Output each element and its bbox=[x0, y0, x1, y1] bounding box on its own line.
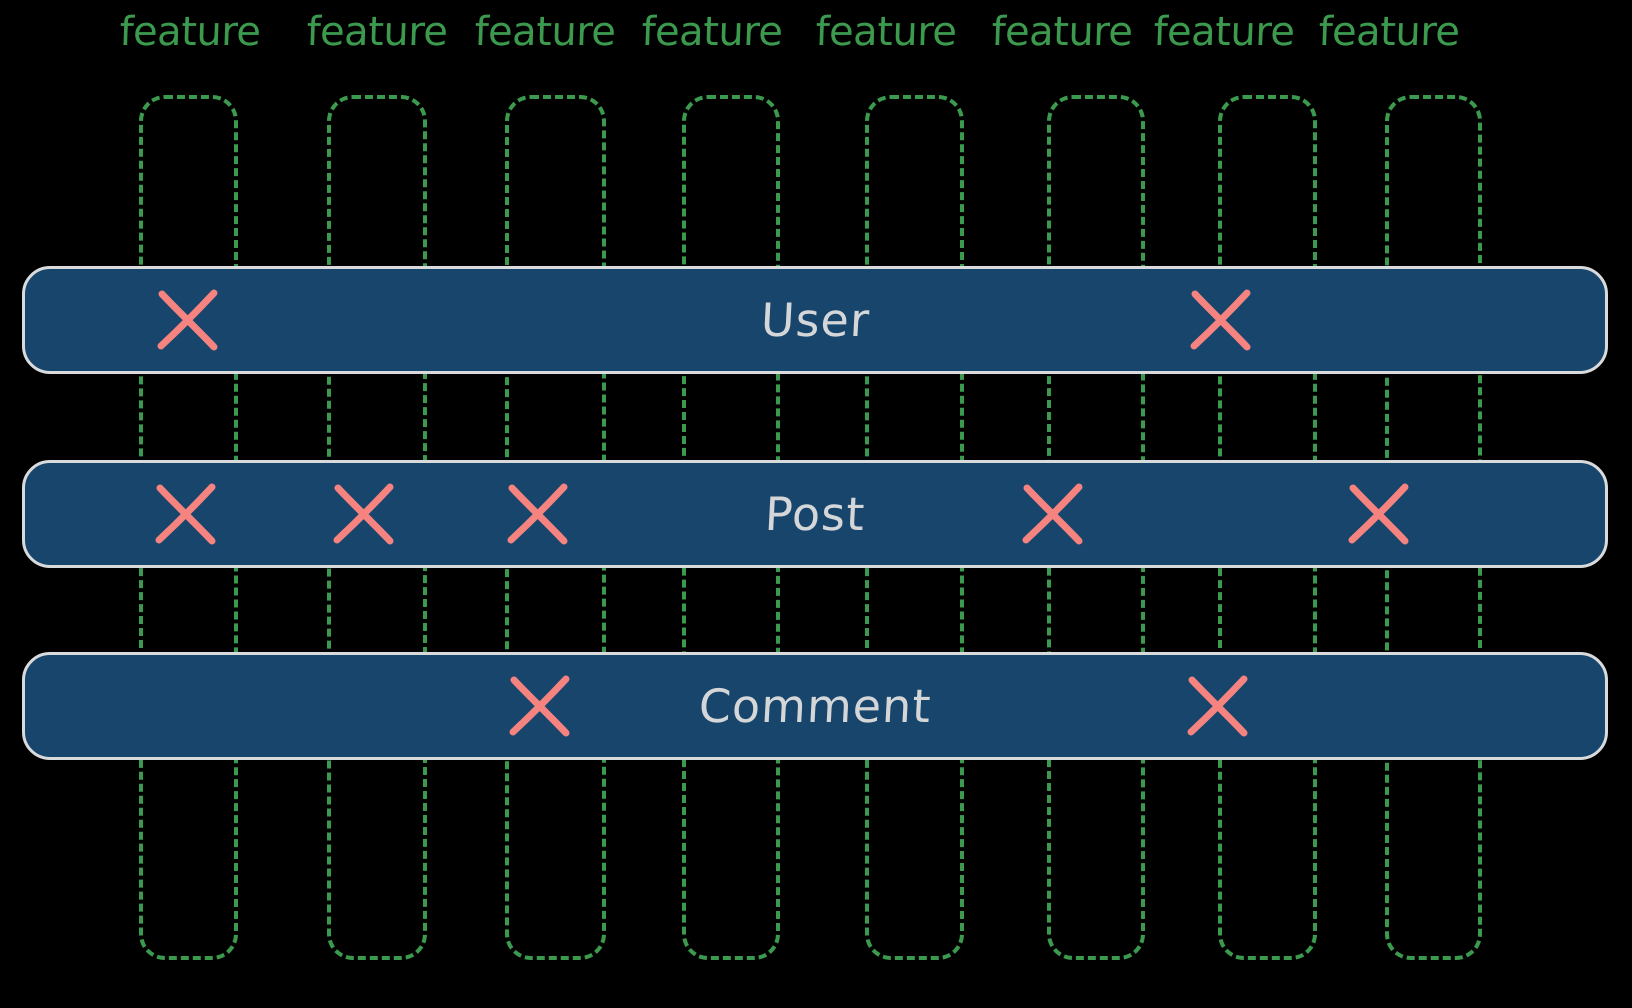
entity-bar-comment[interactable]: Comment bbox=[22, 652, 1608, 760]
x-mark-icon bbox=[1188, 287, 1254, 353]
x-mark-icon bbox=[1346, 481, 1412, 547]
x-mark-icon bbox=[1020, 481, 1086, 547]
x-mark-icon bbox=[331, 481, 397, 547]
x-mark-icon bbox=[505, 481, 571, 547]
x-mark-icon bbox=[153, 481, 219, 547]
x-mark-icon bbox=[507, 673, 573, 739]
x-mark-icon bbox=[155, 287, 221, 353]
entity-bar-post[interactable]: Post bbox=[22, 460, 1608, 568]
x-mark-icon bbox=[1185, 673, 1251, 739]
entity-bar-user[interactable]: User bbox=[22, 266, 1608, 374]
